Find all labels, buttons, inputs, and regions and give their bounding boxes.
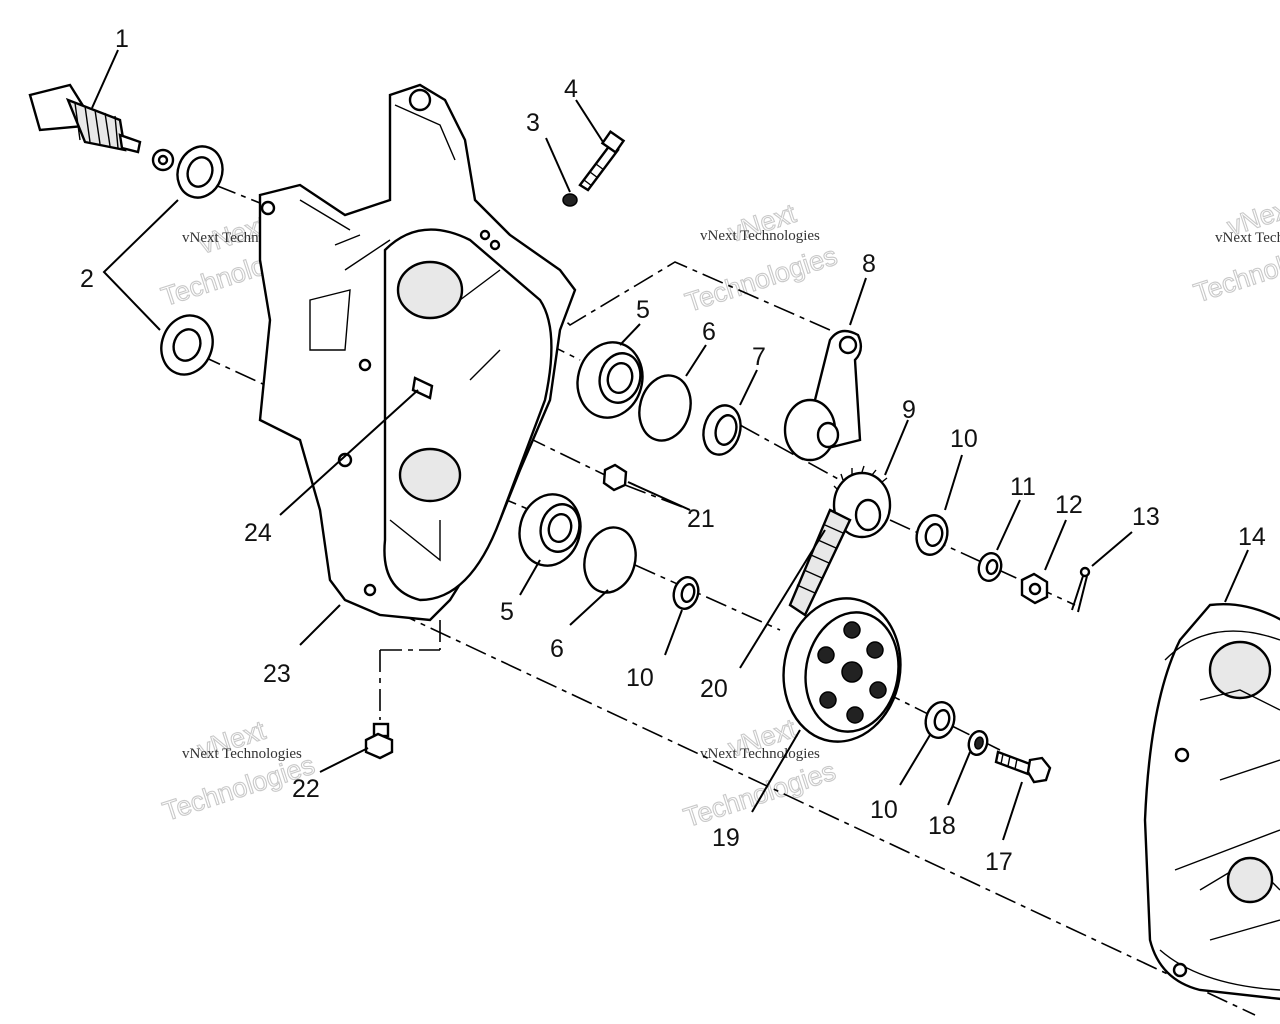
callout-18: 18 [928, 812, 956, 840]
watermark-big-4: Technologies [682, 241, 841, 318]
watermark-small-2: vNext Technologies [700, 228, 820, 244]
callout-3: 3 [526, 109, 540, 137]
part-21-nut[interactable] [602, 463, 628, 492]
callout-13: 13 [1132, 503, 1160, 531]
part-23-chaincase-housing[interactable] [258, 83, 577, 622]
part-10-washer-c[interactable] [922, 699, 958, 741]
callout-10-c: 10 [870, 796, 898, 824]
callout-1: 1 [115, 25, 129, 53]
callout-10-a: 10 [950, 425, 978, 453]
part-14-chaincase-cover[interactable] [1143, 603, 1280, 1001]
callout-23: 23 [263, 660, 291, 688]
part-24-stud[interactable] [411, 376, 434, 400]
part-4-bolt[interactable] [578, 130, 626, 192]
part-6-snap-ring-upper[interactable] [632, 370, 697, 447]
part-1-shaft[interactable] [28, 83, 175, 172]
part-11-lock-washer[interactable] [976, 551, 1004, 584]
part-12-nut[interactable] [1020, 572, 1049, 605]
part-8-tensioner-arm[interactable] [783, 329, 863, 462]
callout-17: 17 [985, 848, 1013, 876]
callout-5-upper: 5 [636, 296, 650, 324]
callout-6-upper: 6 [702, 318, 716, 346]
part-2-seals[interactable] [153, 140, 229, 382]
part-6-snap-ring-lower[interactable] [577, 522, 642, 599]
part-13-cotter-pin[interactable] [1071, 566, 1091, 613]
part-10-washer-a[interactable] [912, 512, 951, 558]
callout-2: 2 [80, 265, 94, 293]
watermark-big-10: Technologies [680, 756, 839, 833]
part-5-bearing-lower[interactable] [512, 487, 589, 572]
callout-9: 9 [902, 396, 916, 424]
callout-22: 22 [292, 775, 320, 803]
callout-14: 14 [1238, 523, 1266, 551]
callout-19: 19 [712, 824, 740, 852]
watermark-small-3: vNext Technologies [1215, 230, 1280, 246]
watermark-small-5: vNext Technologies [700, 746, 820, 762]
watermark-small-4: vNext Technologies [182, 746, 302, 762]
leader-lines [91, 49, 1249, 841]
part-18-washer[interactable] [966, 729, 990, 757]
callout-6-lower: 6 [550, 635, 564, 663]
part-5-bearing-upper[interactable] [569, 335, 650, 425]
callout-labels: 1 2 3 4 5 5 6 6 7 8 9 10 10 10 11 12 13 … [80, 25, 1266, 876]
part-17-bolt[interactable] [994, 750, 1052, 784]
callout-7: 7 [752, 343, 766, 371]
callout-8: 8 [862, 250, 876, 278]
callout-4: 4 [564, 75, 578, 103]
callout-24: 24 [244, 519, 272, 547]
part-10-washer-b[interactable] [670, 574, 701, 611]
callout-12: 12 [1055, 491, 1083, 519]
part-3-setscrew[interactable] [562, 193, 578, 207]
part-20-chain[interactable] [788, 508, 852, 617]
part-22-drain-plug[interactable] [364, 722, 394, 760]
callout-10-b: 10 [626, 664, 654, 692]
part-19-large-sprocket[interactable] [772, 589, 911, 751]
callout-21: 21 [687, 505, 715, 533]
callout-11: 11 [1010, 473, 1036, 501]
callout-20: 20 [700, 675, 728, 703]
callout-5-lower: 5 [500, 598, 514, 626]
part-7-seal[interactable] [698, 401, 746, 459]
